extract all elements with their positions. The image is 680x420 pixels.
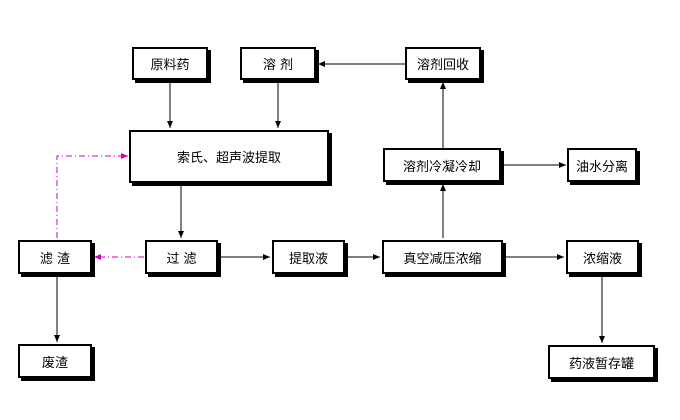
node-filtration-label: 过 滤 bbox=[166, 251, 197, 267]
node-solvent-cooling: 溶剂冷凝冷却 bbox=[383, 148, 501, 182]
node-extraction: 索氏、超声波提取 bbox=[129, 130, 329, 183]
node-raw-material: 原料药 bbox=[132, 47, 208, 80]
node-filtration: 过 滤 bbox=[145, 240, 218, 274]
node-vacuum-concentration-label: 真空减压浓缩 bbox=[403, 251, 482, 267]
node-waste-residue-label: 废渣 bbox=[41, 355, 68, 371]
node-solvent-cooling-label: 溶剂冷凝冷却 bbox=[402, 159, 481, 175]
node-raw-material-label: 原料药 bbox=[150, 58, 190, 73]
node-concentrate-label: 浓缩液 bbox=[582, 251, 622, 267]
node-extract-liquid-label: 提取液 bbox=[288, 251, 328, 267]
node-waste-residue: 废渣 bbox=[18, 344, 92, 378]
node-oil-water-separation-label: 油水分离 bbox=[575, 159, 628, 175]
node-solvent: 溶 剂 bbox=[240, 47, 316, 80]
node-extract-liquid: 提取液 bbox=[272, 240, 345, 274]
node-solvent-recovery-label: 溶剂回收 bbox=[416, 58, 469, 73]
node-extraction-label: 索氏、超声波提取 bbox=[176, 151, 281, 166]
node-filter-residue: 滤 渣 bbox=[18, 240, 92, 274]
node-solvent-recovery: 溶剂回收 bbox=[405, 47, 481, 80]
edge-residue-return-to-extraction bbox=[56, 153, 128, 238]
node-storage-tank: 药液暂存罐 bbox=[548, 345, 655, 379]
node-concentrate: 浓缩液 bbox=[566, 240, 639, 274]
node-oil-water-separation: 油水分离 bbox=[567, 148, 637, 182]
node-filter-residue-label: 滤 渣 bbox=[39, 251, 71, 267]
node-vacuum-concentration: 真空减压浓缩 bbox=[382, 240, 503, 274]
node-storage-tank-label: 药液暂存罐 bbox=[568, 356, 634, 372]
node-solvent-label: 溶 剂 bbox=[262, 58, 294, 73]
